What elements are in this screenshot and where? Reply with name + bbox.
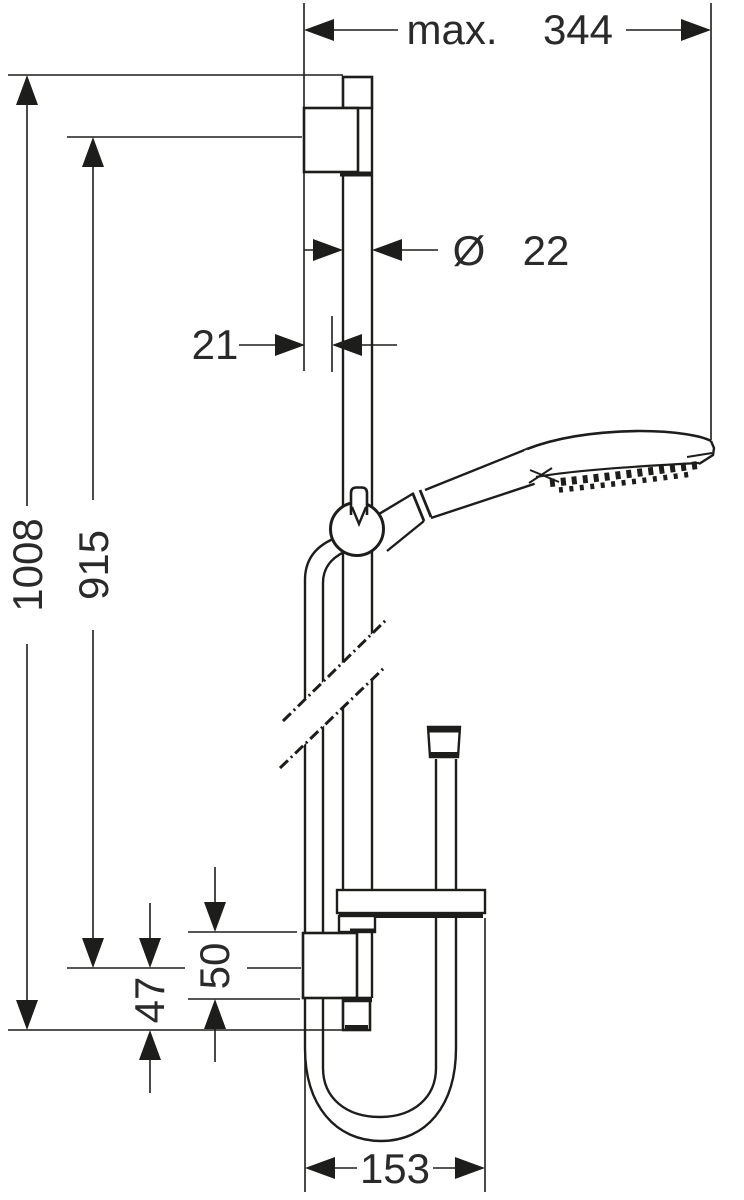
dimension-mount-distance: 915 bbox=[67, 136, 302, 969]
handle-edges bbox=[373, 447, 541, 552]
arrowhead-left-icon bbox=[372, 239, 402, 261]
arrowhead-up-icon bbox=[82, 137, 104, 167]
dimension-bar-diameter: Ø 22 bbox=[304, 227, 569, 274]
bracket-body bbox=[301, 931, 359, 1000]
break-line-lower bbox=[278, 665, 387, 770]
arrowhead-up-icon bbox=[16, 75, 38, 105]
arrowhead-left-icon bbox=[305, 1157, 335, 1179]
shower-head-rim bbox=[535, 461, 700, 479]
spray-nozzle-dots-row1 bbox=[549, 461, 699, 487]
arrowhead-right-icon bbox=[313, 239, 343, 261]
arrowhead-left-icon bbox=[332, 334, 362, 356]
dim-hose-loop-width: 153 bbox=[360, 1145, 430, 1192]
dimension-bracket-spacing: 50 bbox=[188, 867, 300, 1062]
dim-max-width-value: 344 bbox=[543, 6, 613, 53]
spray-nozzle-dots-row2 bbox=[558, 471, 693, 493]
arrowhead-down-icon bbox=[204, 902, 226, 932]
hand-shower bbox=[373, 429, 716, 552]
break-mask bbox=[280, 619, 387, 768]
dim-max-width-label: max. bbox=[406, 6, 497, 53]
break-line-upper bbox=[281, 617, 389, 723]
dim-rail-offset: 21 bbox=[192, 321, 239, 368]
dim-mount-distance: 915 bbox=[70, 530, 117, 600]
arrowhead-down-icon bbox=[82, 938, 104, 968]
holder-knob bbox=[349, 486, 369, 515]
dim-overall-height: 1008 bbox=[4, 518, 51, 611]
dim-diameter-value: 22 bbox=[523, 227, 570, 274]
bracket-body bbox=[302, 106, 360, 174]
arrowhead-down-icon bbox=[139, 938, 161, 968]
dim-diameter-symbol: Ø bbox=[453, 227, 486, 274]
dimension-max-width: max. 344 bbox=[303, 3, 712, 440]
dimension-lower-offset: 47 bbox=[126, 903, 173, 1093]
shower-head-tip bbox=[698, 440, 716, 466]
handle-fill bbox=[374, 447, 542, 552]
shower-hose bbox=[303, 537, 458, 1143]
soap-dish bbox=[335, 888, 487, 934]
upper-wall-bracket bbox=[302, 106, 372, 177]
hose-inner-edge bbox=[321, 550, 438, 1119]
shower-head-tip-line bbox=[686, 452, 713, 458]
hose-outer-edge bbox=[303, 537, 458, 1143]
shower-head-top-edge bbox=[526, 429, 712, 451]
dimension-rail-offset: 21 bbox=[192, 316, 397, 372]
break-lines bbox=[278, 617, 389, 770]
holder-knob-notch bbox=[350, 506, 368, 528]
dimension-hose-loop-width: 153 bbox=[304, 918, 486, 1192]
dim-lower-offset: 47 bbox=[126, 977, 173, 1024]
dish-body bbox=[335, 888, 487, 915]
arrowhead-up-icon bbox=[204, 999, 226, 1029]
arrowhead-down-icon bbox=[16, 1000, 38, 1030]
lower-wall-bracket bbox=[301, 931, 372, 1032]
arrowhead-left-icon bbox=[304, 19, 334, 41]
arrowhead-up-icon bbox=[139, 1030, 161, 1060]
arrowhead-right-icon bbox=[275, 334, 305, 356]
handle-joint bbox=[411, 489, 433, 522]
dimension-overall-height: 1008 bbox=[4, 74, 343, 1031]
slider-holder bbox=[329, 486, 385, 557]
arrowhead-right-icon bbox=[681, 19, 711, 41]
arrowhead-right-icon bbox=[455, 1157, 485, 1179]
shower-set bbox=[278, 75, 716, 1143]
dim-bracket-spacing: 50 bbox=[191, 943, 238, 990]
top-end-cap bbox=[341, 75, 374, 110]
hose-connector bbox=[426, 725, 462, 759]
